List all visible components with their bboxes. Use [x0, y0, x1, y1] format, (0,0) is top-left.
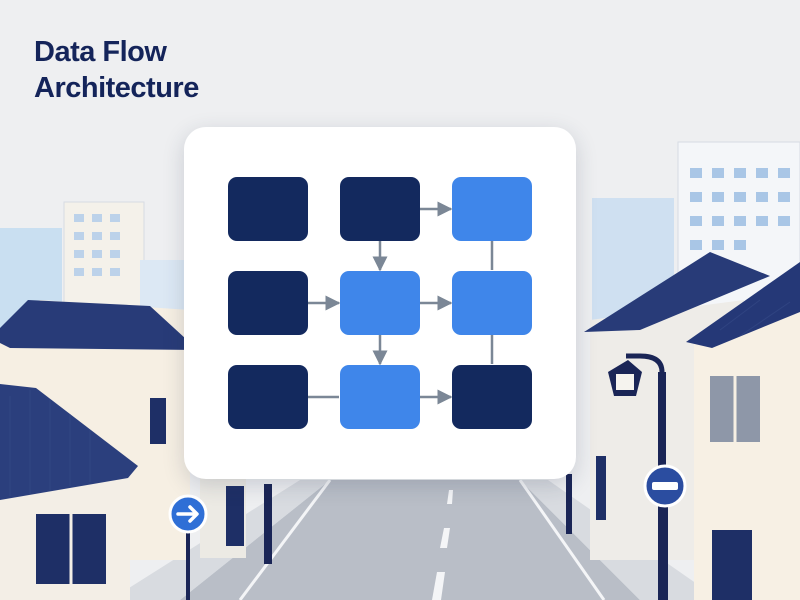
roof-left-near — [0, 384, 138, 500]
flow-node-r1c3 — [452, 177, 532, 241]
page-title: Data Flow Architecture — [34, 34, 199, 106]
roof-right-near — [686, 262, 800, 348]
road — [180, 480, 640, 600]
roof-left-far — [0, 300, 198, 350]
flow-node-r3c1 — [228, 365, 308, 429]
title-line-1: Data Flow — [34, 36, 167, 68]
title-line-2: Architecture — [34, 72, 199, 104]
house-right-near — [694, 300, 800, 600]
flow-node-r3c3 — [452, 365, 532, 429]
flow-node-r2c1 — [228, 271, 308, 335]
flow-node-r3c2 — [340, 365, 420, 429]
roof-right-mid — [584, 252, 770, 332]
direction-arrow-sign-icon — [168, 494, 208, 600]
flow-node-r1c2 — [340, 177, 420, 241]
road-lane-markings — [432, 490, 453, 600]
no-entry-sign-icon — [643, 464, 687, 600]
diagram-card — [184, 127, 576, 479]
flow-node-r1c1 — [228, 177, 308, 241]
flow-node-r2c3 — [452, 271, 532, 335]
flow-node-r2c2 — [340, 271, 420, 335]
data-flow-diagram — [228, 177, 532, 429]
